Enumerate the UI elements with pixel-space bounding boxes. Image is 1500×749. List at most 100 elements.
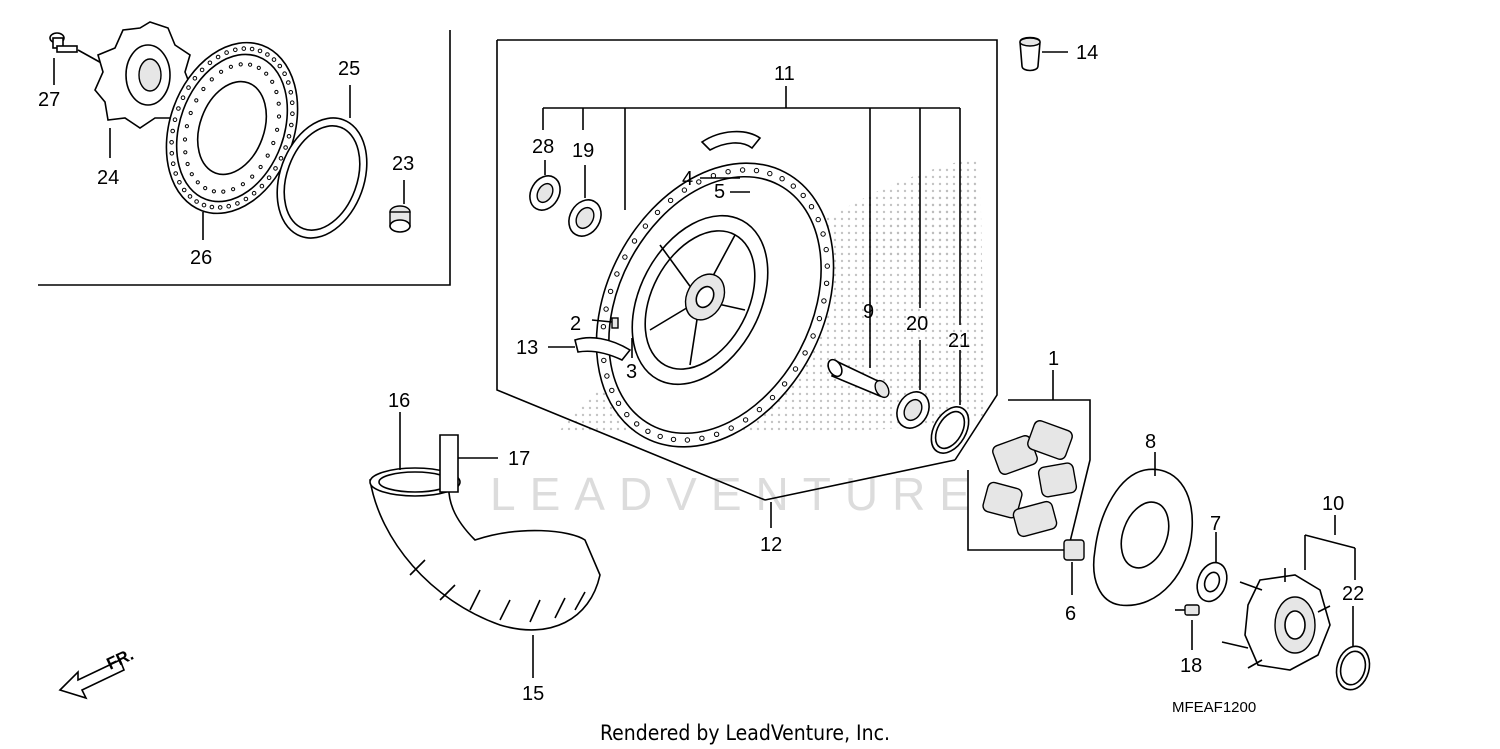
callout-9: 9	[863, 301, 874, 323]
wheel-assembly-box	[496, 39, 998, 528]
callout-10: 10	[1322, 493, 1344, 515]
hole-mark	[170, 161, 176, 166]
hole-mark	[615, 400, 622, 406]
hole-mark	[215, 54, 221, 60]
hole-mark	[274, 89, 279, 95]
hole-mark	[779, 176, 785, 182]
hole-mark	[172, 117, 178, 122]
hole-mark	[199, 67, 205, 73]
callout-26: 26	[190, 247, 212, 269]
hole-mark	[684, 437, 691, 443]
part-24-disc-adapter	[94, 21, 193, 158]
hole-mark	[645, 428, 651, 434]
part-2-valve	[591, 317, 619, 329]
hole-mark	[823, 280, 830, 286]
callout-12: 12	[760, 534, 782, 556]
hole-mark	[823, 246, 829, 253]
part-4-rim-tape	[700, 130, 762, 193]
hole-mark	[681, 187, 688, 193]
callout-14: 14	[1076, 42, 1098, 64]
hole-mark	[183, 150, 188, 155]
hole-mark	[233, 47, 238, 53]
hole-mark	[241, 46, 247, 51]
hole-mark	[667, 197, 674, 204]
hole-mark	[270, 79, 275, 84]
hole-mark	[792, 366, 799, 372]
hole-mark	[756, 406, 763, 413]
hole-mark	[217, 205, 223, 210]
hole-mark	[607, 288, 614, 295]
hole-mark	[182, 137, 188, 142]
hole-mark	[256, 65, 261, 71]
hole-mark	[235, 201, 240, 206]
hole-mark	[739, 167, 746, 173]
callout-6: 6	[1065, 603, 1076, 625]
callout-13: 13	[516, 337, 538, 359]
hole-mark	[219, 69, 224, 74]
callout-24: 24	[97, 167, 119, 189]
part-17-rim-band	[439, 434, 498, 493]
hole-mark	[713, 431, 720, 437]
part-10-driven-flange	[1221, 515, 1356, 671]
hole-mark	[282, 71, 287, 76]
hole-mark	[277, 63, 283, 69]
hole-mark	[173, 171, 178, 176]
callout-11: 11	[774, 63, 795, 85]
hole-mark	[810, 333, 816, 339]
hole-mark	[289, 122, 294, 128]
hole-mark	[201, 202, 207, 208]
hole-mark	[696, 179, 702, 185]
hole-mark	[728, 425, 734, 431]
hole-mark	[808, 204, 815, 210]
part-13-rim-band	[548, 336, 632, 361]
hole-mark	[207, 60, 213, 66]
callout-21: 21	[948, 330, 970, 352]
callout-labels: 1 2 3 4 5 6 7 8 9 10 11 12 13 14 15 16 1…	[38, 42, 1364, 705]
hole-mark	[286, 134, 292, 139]
callout-3: 3	[626, 361, 637, 383]
hole-mark	[276, 101, 281, 106]
callout-25: 25	[338, 58, 360, 80]
hole-mark	[276, 114, 282, 119]
hole-mark	[622, 254, 628, 260]
hole-mark	[170, 128, 175, 134]
rear-wheel	[595, 162, 835, 448]
part-9-distance-collar	[827, 300, 890, 399]
hole-mark	[725, 169, 731, 175]
hole-mark	[769, 394, 776, 401]
part-18-bolt	[1175, 604, 1200, 650]
hole-mark	[271, 140, 276, 146]
footer-credit: Rendered by LeadVenture, Inc.	[600, 721, 890, 745]
hole-mark	[273, 166, 278, 171]
part-14-valve-cap	[1019, 36, 1068, 72]
hole-mark	[209, 204, 215, 210]
hole-mark	[790, 183, 796, 189]
part-15-tire	[369, 467, 601, 678]
hole-mark	[169, 151, 175, 156]
part-27-bolt	[49, 32, 106, 85]
hole-mark	[824, 263, 830, 269]
callout-19: 19	[572, 140, 594, 162]
watermark-text: LEADVENTURE	[490, 468, 984, 520]
hole-mark	[176, 106, 181, 111]
hole-mark	[604, 373, 610, 379]
callout-27: 27	[38, 89, 60, 111]
callout-5: 5	[714, 181, 725, 203]
hole-mark	[250, 174, 255, 179]
hole-mark	[194, 199, 199, 204]
part-20-bearing	[896, 340, 930, 429]
hole-mark	[288, 90, 294, 95]
hole-mark	[181, 187, 187, 193]
front-direction-arrow: FR.	[58, 645, 137, 700]
hole-mark	[657, 433, 663, 440]
damper-group-box	[967, 370, 1091, 551]
part-7-washer	[1196, 532, 1228, 603]
hole-mark	[238, 62, 243, 67]
hole-mark	[226, 203, 231, 209]
callout-23: 23	[392, 153, 414, 175]
hole-mark	[195, 180, 200, 185]
hole-mark	[609, 387, 615, 394]
hole-mark	[177, 180, 182, 185]
hole-mark	[231, 187, 236, 192]
